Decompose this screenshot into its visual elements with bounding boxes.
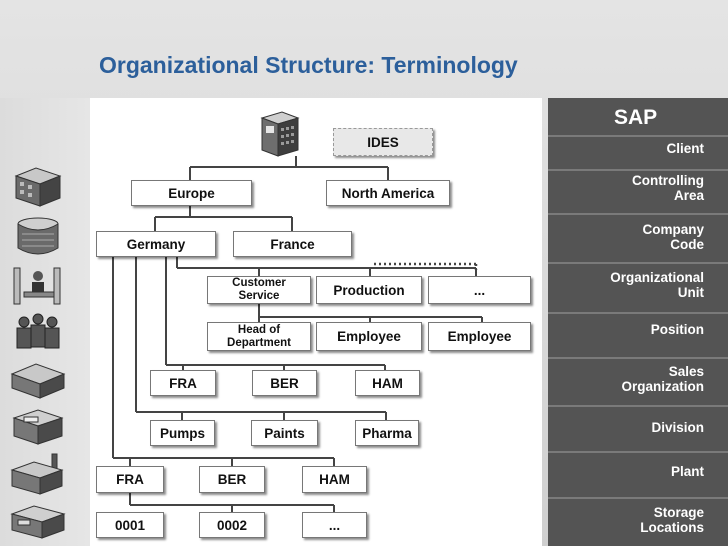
person-at-desk-icon — [13, 267, 61, 305]
group-of-people-icon — [16, 313, 60, 349]
sales-organization-node: BER — [252, 370, 317, 396]
level-storage-locations-label: Storage Locations — [640, 505, 704, 535]
position-node: Employee — [316, 322, 422, 351]
sales-organization-node: HAM — [355, 370, 420, 396]
controlling-area-node: North America — [326, 180, 450, 206]
building-icon — [14, 167, 62, 207]
level-organizational-unit-label: Organizational Unit — [610, 270, 704, 300]
panel-divider — [548, 262, 728, 264]
level-plant-label: Plant — [670, 464, 704, 479]
org-unit-node: Production — [316, 276, 422, 304]
sap-heading: SAP — [614, 106, 658, 129]
level-division-label: Division — [651, 420, 704, 435]
warehouse-icon — [10, 363, 66, 399]
sales-organization-node: FRA — [150, 370, 216, 396]
org-unit-node: Customer Service — [207, 276, 311, 304]
office-building-icon — [17, 217, 59, 255]
org-unit-node: ... — [428, 276, 531, 304]
panel-divider — [548, 169, 728, 171]
panel-divider — [548, 135, 728, 137]
panel-divider — [548, 451, 728, 453]
panel-divider — [548, 213, 728, 215]
panel-divider — [548, 405, 728, 407]
factory-icon — [10, 453, 64, 495]
position-node: Employee — [428, 322, 531, 351]
sap-terminology-panel — [548, 98, 728, 546]
position-node: Head of Department — [207, 322, 311, 351]
division-node: Paints — [251, 420, 318, 446]
controlling-area-node: Europe — [131, 180, 252, 206]
company-code-node: France — [233, 231, 352, 257]
division-node: Pharma — [355, 420, 419, 446]
level-controlling-area-label: Controlling Area — [632, 173, 704, 203]
plant-node: FRA — [96, 466, 164, 493]
shop-icon — [12, 409, 64, 445]
level-company-code-label: Company Code — [642, 222, 704, 252]
level-position-label: Position — [650, 322, 704, 337]
level-sales-organization-label: Sales Organization — [621, 364, 704, 394]
level-client-label: Client — [666, 141, 704, 156]
company-code-node: Germany — [96, 231, 216, 257]
panel-divider — [548, 312, 728, 314]
client-node: IDES — [333, 128, 433, 156]
storage-location-node: ... — [302, 512, 367, 538]
plant-node: BER — [199, 466, 265, 493]
panel-divider — [548, 497, 728, 499]
division-node: Pumps — [150, 420, 215, 446]
storage-depot-icon — [10, 505, 66, 539]
page-title: Organizational Structure: Terminology — [99, 52, 518, 78]
plant-node: HAM — [302, 466, 367, 493]
server-icon — [260, 111, 300, 157]
storage-location-node: 0002 — [199, 512, 265, 538]
storage-location-node: 0001 — [96, 512, 164, 538]
panel-divider — [548, 357, 728, 359]
